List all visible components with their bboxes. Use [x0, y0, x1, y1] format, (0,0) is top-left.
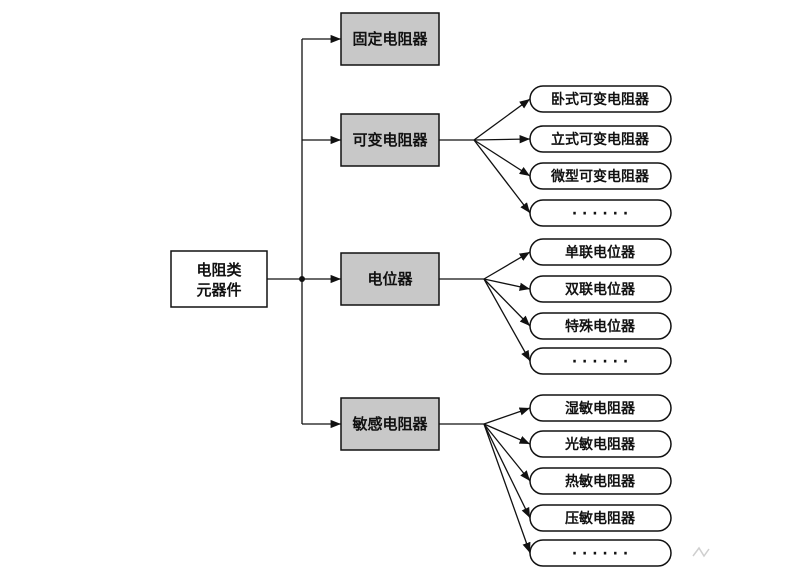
leaf-potentiometer-ellipsis-label: · · · · · · — [572, 354, 628, 370]
leaf-variable-vertical-box — [529, 125, 672, 153]
leaf-sensitive-thermal-label: 热敏电阻器 — [565, 473, 636, 490]
leaf-potentiometer-single-label: 单联电位器 — [565, 244, 636, 261]
arrow-sensitive-leaf-2 — [483, 423, 531, 445]
corner-watermark-mark — [692, 546, 710, 558]
leaf-variable-horizontal-box — [529, 85, 672, 113]
arrow-variable-leaf-4 — [473, 139, 531, 214]
category-potentiometer-box — [340, 252, 440, 306]
root-node — [170, 250, 268, 308]
leaf-variable-ellipsis-label: · · · · · · — [572, 206, 628, 222]
leaf-sensitive-humidity-box — [529, 394, 672, 422]
arrow-potentiometer-leaf-2 — [483, 278, 531, 291]
leaf-variable-horizontal-label: 卧式可变电阻器 — [551, 91, 650, 108]
leaf-sensitive-thermal-box — [529, 467, 672, 495]
arrow-potentiometer-leaf-4 — [483, 278, 531, 362]
leaf-potentiometer-dual-label: 双联电位器 — [565, 281, 636, 298]
category-fixed-label: 固定电阻器 — [352, 30, 428, 48]
leaf-sensitive-voltage-box — [529, 504, 672, 532]
leaf-potentiometer-special-box — [529, 312, 672, 340]
leaf-sensitive-photo-label: 光敏电阻器 — [564, 436, 636, 453]
category-sensitive-label: 敏感电阻器 — [351, 415, 428, 433]
arrow-sensitive-leaf-1 — [483, 407, 531, 425]
arrow-variable-leaf-3 — [473, 139, 531, 177]
arrow-sensitive-leaf-4 — [483, 423, 531, 519]
arrow-potentiometer-leaf-3 — [483, 278, 531, 327]
category-variable-label: 可变电阻器 — [352, 131, 428, 149]
leaf-potentiometer-ellipsis-box — [529, 347, 672, 375]
leaf-sensitive-humidity-label: 湿敏电阻器 — [565, 400, 636, 417]
arrow-sensitive-leaf-3 — [483, 423, 531, 482]
category-potentiometer-label: 电位器 — [367, 270, 413, 288]
leaf-potentiometer-special-label: 特殊电位器 — [565, 318, 636, 335]
arrow-potentiometer-leaf-1 — [483, 251, 531, 280]
root-label-line-2: 元器件 — [196, 281, 241, 299]
leaf-variable-vertical-label: 立式可变电阻器 — [551, 131, 650, 148]
leaf-sensitive-ellipsis-box — [529, 539, 672, 567]
leaf-potentiometer-single-box — [529, 238, 672, 266]
leaf-variable-ellipsis-box — [529, 199, 672, 227]
category-sensitive-box — [340, 397, 440, 451]
arrow-sensitive-leaf-5 — [483, 423, 531, 554]
arrow-variable-leaf-2 — [473, 135, 531, 144]
leaf-variable-micro-box — [529, 162, 672, 190]
leaf-potentiometer-dual-box — [529, 275, 672, 303]
leaf-sensitive-ellipsis-label: · · · · · · — [572, 546, 628, 562]
root-label-line-1: 电阻类 — [196, 261, 242, 279]
category-variable-box — [340, 113, 440, 167]
leaf-variable-micro-label: 微型可变电阻器 — [550, 168, 650, 185]
category-fixed-box — [340, 12, 440, 66]
leaf-sensitive-photo-box — [529, 430, 672, 458]
leaf-sensitive-voltage-label: 压敏电阻器 — [565, 510, 636, 527]
arrow-variable-leaf-1 — [473, 98, 531, 141]
